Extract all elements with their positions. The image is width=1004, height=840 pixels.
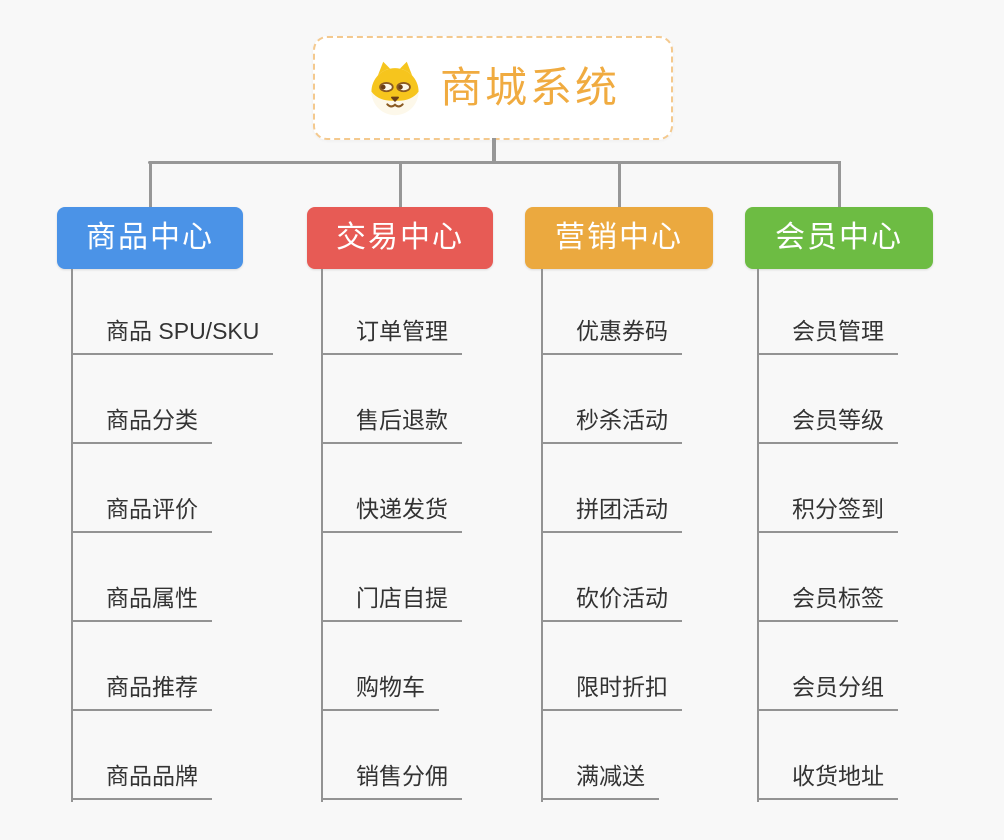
sub-item-row: 商品属性: [71, 533, 273, 622]
sub-item-row: 会员等级: [757, 355, 898, 444]
sub-item[interactable]: 收货地址: [757, 763, 898, 800]
branch-label: 营销中心: [555, 221, 683, 254]
branch-marketing-center: 营销中心 优惠券码秒杀活动拼团活动砍价活动限时折扣满减送: [525, 161, 765, 811]
branch-trunk-line: [321, 269, 323, 802]
branch-drop-line: [398, 161, 402, 209]
branch-product-center: 商品中心 商品 SPU/SKU 商品分类商品评价商品属性商品推荐商品品牌: [57, 161, 297, 811]
sub-item-row: 商品推荐: [71, 622, 273, 711]
sub-item[interactable]: 优惠券码: [541, 318, 682, 355]
sub-item[interactable]: 拼团活动: [541, 496, 682, 533]
sub-item[interactable]: 会员等级: [757, 407, 898, 444]
sub-item-row: 优惠券码: [541, 269, 682, 355]
sub-item[interactable]: 商品推荐: [71, 674, 212, 711]
sub-item-row: 购物车: [321, 622, 462, 711]
sub-item-row: 砍价活动: [541, 533, 682, 622]
branch-items: 优惠券码秒杀活动拼团活动砍价活动限时折扣满减送: [541, 269, 682, 800]
branch-items: 订单管理售后退款快递发货门店自提购物车销售分佣: [321, 269, 462, 800]
sub-item-row: 销售分佣: [321, 711, 462, 800]
branch-trunk-line: [757, 269, 759, 802]
sub-item-row: 售后退款: [321, 355, 462, 444]
branch-member-center: 会员中心 会员管理会员等级积分签到会员标签会员分组收货地址: [745, 161, 985, 811]
branch-label: 交易中心: [336, 221, 464, 254]
sub-item-row: 商品 SPU/SKU: [71, 269, 274, 355]
sub-item[interactable]: 商品评价: [71, 496, 212, 533]
branch-drop-line: [148, 161, 152, 209]
sub-item[interactable]: 积分签到: [757, 496, 898, 533]
sub-item-row: 限时折扣: [541, 622, 682, 711]
sub-item-row: 拼团活动: [541, 444, 682, 533]
sub-item-row: 秒杀活动: [541, 355, 682, 444]
sub-item-row: 会员管理: [757, 269, 898, 355]
sub-item-row: 会员分组: [757, 622, 898, 711]
branch-trade-center: 交易中心 订单管理售后退款快递发货门店自提购物车销售分佣: [307, 161, 547, 811]
sub-item[interactable]: 商品品牌: [71, 763, 212, 800]
sub-item[interactable]: 商品属性: [71, 585, 212, 622]
root-node[interactable]: 商城系统: [313, 36, 673, 140]
branch-trunk-line: [541, 269, 543, 802]
root-title: 商城系统: [439, 64, 620, 111]
sub-item[interactable]: 会员管理: [757, 318, 898, 355]
sub-item[interactable]: 秒杀活动: [541, 407, 682, 444]
sub-item[interactable]: 会员分组: [757, 674, 898, 711]
sub-item[interactable]: 售后退款: [321, 407, 462, 444]
branch-items: 商品 SPU/SKU 商品分类商品评价商品属性商品推荐商品品牌: [71, 269, 274, 800]
sub-item-row: 快递发货: [321, 444, 462, 533]
sub-item[interactable]: 销售分佣: [321, 763, 462, 800]
branch-box-trade-center[interactable]: 交易中心: [307, 207, 493, 269]
sub-item[interactable]: 商品 SPU/SKU: [71, 318, 274, 355]
branch-items: 会员管理会员等级积分签到会员标签会员分组收货地址: [757, 269, 898, 800]
sub-item[interactable]: 门店自提: [321, 585, 462, 622]
sub-item-row: 积分签到: [757, 444, 898, 533]
sub-item-row: 订单管理: [321, 269, 462, 355]
sub-item-row: 会员标签: [757, 533, 898, 622]
sub-item[interactable]: 快递发货: [321, 496, 462, 533]
sub-item-row: 满减送: [541, 711, 682, 800]
branch-rail-line: [148, 161, 840, 164]
branch-box-product-center[interactable]: 商品中心: [57, 207, 243, 269]
sub-item[interactable]: 砍价活动: [541, 585, 682, 622]
sub-item[interactable]: 会员标签: [757, 585, 898, 622]
sub-item[interactable]: 订单管理: [321, 318, 462, 355]
branch-drop-line: [837, 161, 841, 209]
sub-item-row: 商品分类: [71, 355, 273, 444]
sub-item[interactable]: 购物车: [321, 674, 439, 711]
sub-item-row: 收货地址: [757, 711, 898, 800]
branch-box-member-center[interactable]: 会员中心: [745, 207, 933, 269]
branch-drop-line: [617, 161, 621, 209]
sub-item-row: 门店自提: [321, 533, 462, 622]
sub-item-row: 商品品牌: [71, 711, 273, 800]
branch-trunk-line: [71, 269, 73, 802]
sub-item[interactable]: 商品分类: [71, 407, 212, 444]
root-stem-line: [492, 138, 496, 163]
branch-box-marketing-center[interactable]: 营销中心: [525, 207, 713, 269]
branch-label: 会员中心: [775, 221, 903, 254]
shiba-dog-icon: [371, 61, 419, 116]
branch-label: 商品中心: [86, 221, 214, 254]
sub-item[interactable]: 满减送: [541, 763, 659, 800]
sub-item[interactable]: 限时折扣: [541, 674, 682, 711]
sub-item-row: 商品评价: [71, 444, 273, 533]
